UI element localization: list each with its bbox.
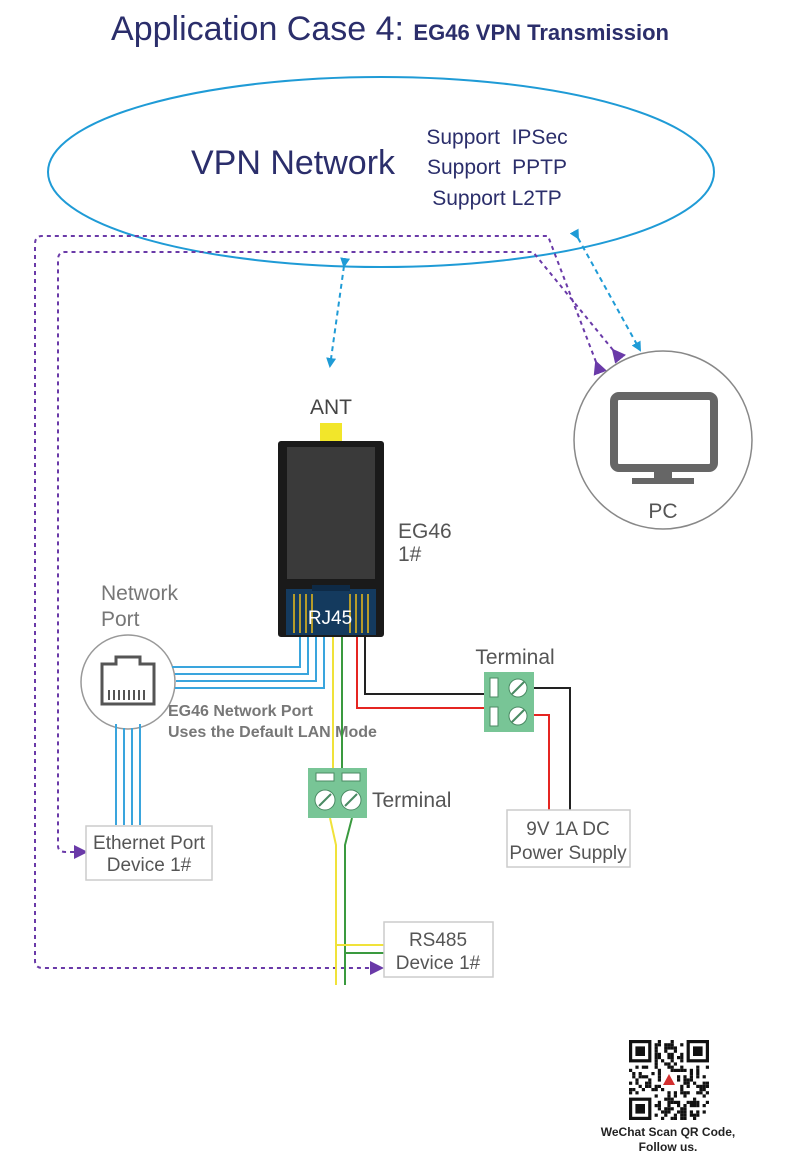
- device-name-line2: 1#: [398, 543, 422, 566]
- page-title: Application Case 4: EG46 VPN Transmissio…: [111, 10, 669, 48]
- rs485-wire-yellow-lower: [329, 817, 337, 985]
- network-port-note-line2: Uses the Default LAN Mode: [168, 724, 377, 741]
- vpn-support-ipsec: Support IPSec: [426, 126, 567, 149]
- network-port-label-line2: Port: [101, 608, 140, 631]
- qr-code: [629, 1040, 709, 1120]
- vpn-support-l2tp: Support L2TP: [432, 187, 562, 210]
- power-terminal-block: [484, 672, 534, 732]
- network-port-note-line1: EG46 Network Port: [168, 703, 314, 720]
- rs485-terminal-block: [308, 768, 367, 818]
- eg46-device-panel: [287, 447, 375, 579]
- vpn-network-ellipse: [47, 76, 715, 268]
- monitor-icon: [610, 392, 718, 484]
- rs485-terminal-label: Terminal: [372, 789, 451, 812]
- ethernet-port-icon: [100, 655, 156, 706]
- supply-wire-black: [534, 687, 571, 810]
- pc-label: PC: [648, 500, 677, 523]
- power-supply-line2: Power Supply: [509, 843, 627, 864]
- network-port-label-line1: Network: [101, 582, 179, 605]
- rs485-device-box: [383, 921, 494, 978]
- rs485-device-line2: Device 1#: [396, 953, 481, 974]
- rj45-port: [286, 585, 376, 635]
- rs485-device-line1: RS485: [409, 930, 467, 951]
- title-sub: EG46 VPN Transmission: [413, 20, 669, 45]
- qr-caption-line2: Follow us.: [639, 1140, 698, 1154]
- vpn-support-pptp: Support PPTP: [427, 156, 567, 179]
- ethernet-device-box: [85, 825, 213, 881]
- power-supply-line1: 9V 1A DC: [526, 819, 609, 840]
- ethernet-cable-port-side: [115, 724, 141, 825]
- vpn-network-label: VPN Network: [191, 144, 396, 182]
- rs485-wire-green-lower: [344, 817, 353, 985]
- rj45-label: RJ45: [308, 608, 352, 629]
- antenna-connector: [320, 423, 342, 443]
- ethernet-device-line1: Ethernet Port: [93, 833, 206, 854]
- qr-caption-line1: WeChat Scan QR Code,: [601, 1125, 735, 1139]
- vpn-pc-link: [569, 228, 641, 352]
- power-terminal-label: Terminal: [475, 646, 554, 669]
- vpn-device-link: [326, 257, 351, 368]
- pc-rs485-device-link: [34, 235, 607, 975]
- antenna-label: ANT: [310, 396, 352, 419]
- title-main: Application Case 4:: [111, 10, 413, 48]
- ethernet-device-line2: Device 1#: [107, 855, 192, 876]
- power-wire-black: [364, 637, 484, 695]
- pc-ethernet-device-link: [57, 251, 627, 859]
- supply-wire-red: [534, 714, 550, 810]
- network-port-circle: [80, 634, 176, 730]
- device-name-line1: EG46: [398, 520, 452, 543]
- power-wire-red: [356, 637, 484, 709]
- power-supply-box: [506, 809, 631, 868]
- ethernet-cable-device-side: [172, 637, 325, 689]
